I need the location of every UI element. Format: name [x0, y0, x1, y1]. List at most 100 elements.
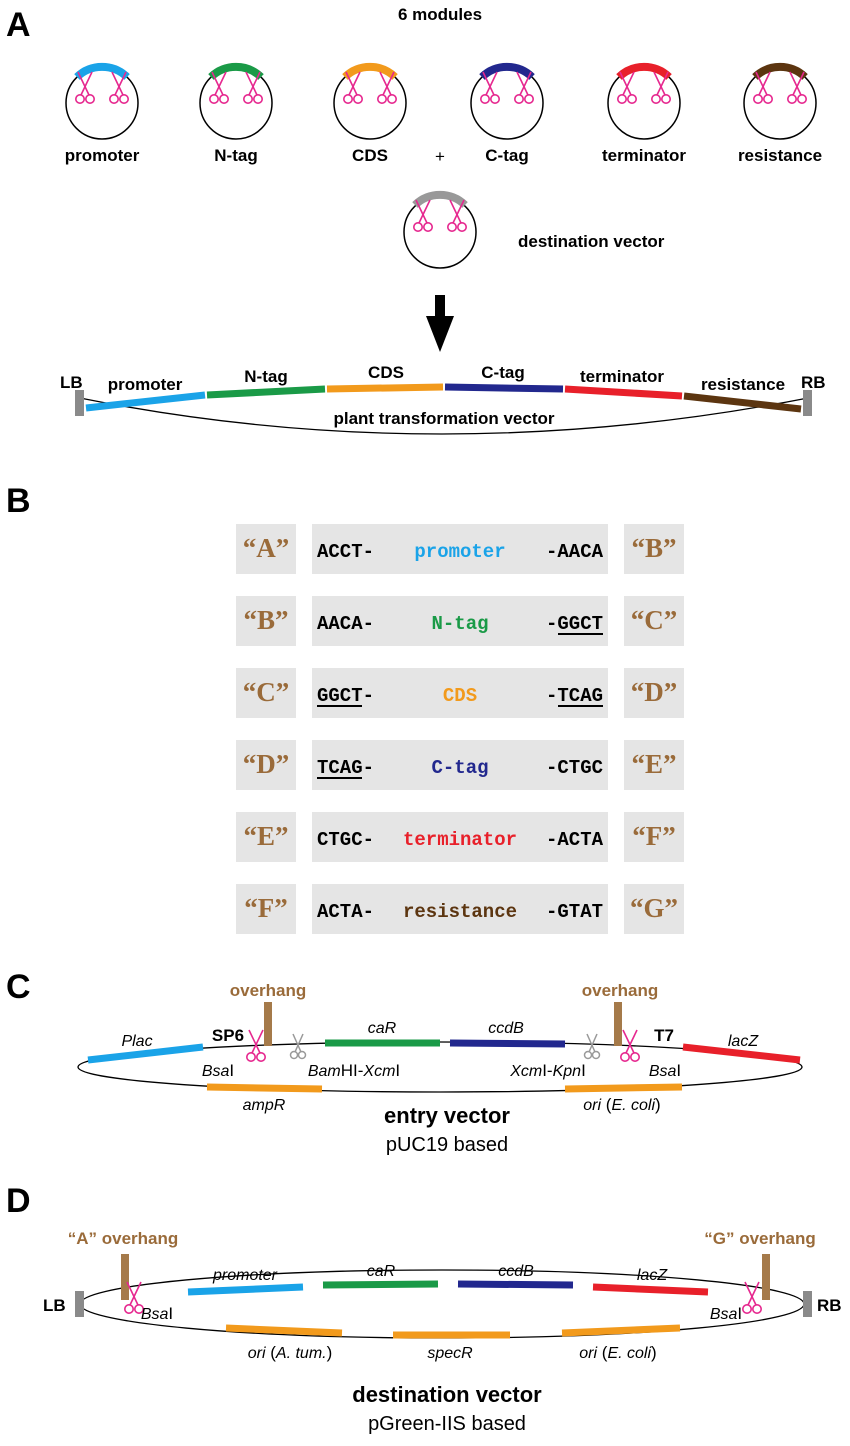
overhang-left-label: “A” [243, 533, 290, 563]
car-segment [322, 1280, 439, 1289]
lb-label: LB [60, 373, 83, 392]
ccdb-segment [457, 1280, 574, 1289]
plac-label: Plac [121, 1033, 152, 1050]
overhang-prefix: TCAG- [317, 757, 374, 779]
overhang-prefix: GGCT- [317, 685, 374, 707]
plant-transformation-vector-label: plant transformation vector [333, 409, 554, 428]
ccdb-label: ccdB [498, 1263, 534, 1280]
overhang-suffix: -GGCT [546, 613, 603, 635]
g-overhang-bar [762, 1254, 770, 1300]
overhang-right-label: “E” [631, 749, 676, 779]
overhang-row: “A”ACCT-promoter-AACA“B” [236, 524, 684, 574]
lb-border [75, 390, 84, 416]
destination-plasmid [403, 190, 477, 269]
plac-segment [87, 1043, 204, 1064]
module-name: N-tag [431, 613, 488, 635]
module-arc [74, 62, 130, 81]
vector-backbone [79, 397, 809, 435]
overhang-left-label: “B” [243, 605, 288, 635]
final-label-promoter: promoter [108, 375, 183, 394]
overhang-suffix: -ACTA [546, 829, 604, 851]
down-arrow-icon [426, 295, 454, 352]
module-name: terminator [403, 829, 517, 851]
segment-terminator [564, 385, 683, 400]
bsai-left-label: BsaI [202, 1061, 234, 1080]
overhang-left-label: “D” [243, 749, 290, 779]
module-arc [208, 62, 264, 81]
plant-transformation-vector [75, 383, 812, 435]
overhang-prefix: ACTA- [317, 901, 374, 923]
segment-resistance [683, 392, 802, 413]
overhang-left-label: “F” [244, 893, 288, 923]
rb-label: RB [801, 373, 826, 392]
overhang-label-left: overhang [230, 981, 307, 1000]
overhang-table: “A”ACCT-promoter-AACA“B”“B”AACA-N-tag-GG… [236, 524, 684, 934]
promoter-label: promoter [212, 1267, 278, 1284]
rb-border [803, 390, 812, 416]
overhang-left-label: “C” [243, 677, 290, 707]
ori-ecoli-label: ori (E. coli) [583, 1095, 660, 1114]
bsai-left-label: BsaI [141, 1304, 173, 1323]
module-arc [479, 62, 535, 81]
destination-vector-subtitle: pGreen-IIS based [368, 1413, 526, 1435]
module-plasmid [333, 62, 407, 140]
segment-ntag [206, 385, 326, 399]
bsai-right-label: BsaI [649, 1061, 681, 1080]
final-label-ntag: N-tag [244, 367, 287, 386]
rb-border [803, 1291, 812, 1317]
ampr-label: ampR [243, 1097, 286, 1114]
ori-segment [564, 1083, 683, 1093]
final-label-ctag: C-tag [481, 363, 524, 382]
panel-d-letter: D [6, 1182, 31, 1220]
overhang-right-label: “D” [631, 677, 678, 707]
overhang-suffix: -AACA [546, 541, 604, 563]
overhang-row: “C”GGCT-CDS-TCAG“D” [236, 668, 684, 718]
overhang-right-label: “G” [630, 893, 678, 923]
destination-vector-label: destination vector [518, 232, 665, 251]
module-plasmid [743, 62, 817, 140]
ori-ecoli-label: ori (E. coli) [579, 1343, 656, 1362]
segment-promoter [85, 391, 206, 412]
module-label: resistance [738, 146, 822, 165]
module-label: N-tag [214, 146, 257, 165]
destination-backbone [79, 1269, 805, 1339]
lacz-segment [592, 1283, 709, 1296]
ccdb-segment [449, 1039, 566, 1048]
overhang-prefix: ACCT- [317, 541, 374, 563]
kpni-scissors-icon [583, 1033, 601, 1060]
module-name: resistance [403, 901, 517, 923]
ccdb-label: ccdB [488, 1020, 524, 1037]
final-label-terminator: terminator [580, 367, 664, 386]
destination-vector-map [75, 1254, 812, 1339]
g-overhang-label: “G” overhang [704, 1229, 815, 1248]
module-name: promoter [414, 541, 505, 563]
overhang-row: “D”TCAG-C-tag-CTGC“E” [236, 740, 684, 790]
module-arc [342, 62, 398, 81]
final-label-cds: CDS [368, 363, 404, 382]
segment-ctag [444, 383, 564, 393]
entry-vector-subtitle: pUC19 based [386, 1134, 508, 1156]
overhang-suffix: -GTAT [546, 901, 603, 923]
panel-a-letter: A [6, 6, 31, 44]
lacz-label: lacZ [728, 1033, 759, 1050]
ori-atum-segment [225, 1324, 343, 1337]
module-plasmid [65, 62, 139, 140]
module-arc [616, 62, 672, 81]
bamhi-xcmi-label: BamHI-XcmI [308, 1061, 400, 1080]
module-arc [752, 62, 808, 81]
module-label: C-tag [485, 146, 528, 165]
specr-label: specR [427, 1345, 473, 1362]
car-label: caR [367, 1263, 396, 1280]
ori-ecoli-segment [561, 1324, 681, 1337]
lb-border [75, 1291, 84, 1317]
bsai-right-label: BsaI [710, 1304, 742, 1323]
promoter-segment [187, 1283, 304, 1296]
ori-atum-label: ori (A. tum.) [248, 1343, 333, 1362]
module-label: CDS [352, 146, 388, 165]
a-overhang-label: “A” overhang [68, 1229, 179, 1248]
lacz-label: lacZ [637, 1267, 668, 1284]
overhang-row: “E”CTGC-terminator-ACTA“F” [236, 812, 684, 862]
module-plasmid [470, 62, 544, 140]
lb-label: LB [43, 1296, 66, 1315]
